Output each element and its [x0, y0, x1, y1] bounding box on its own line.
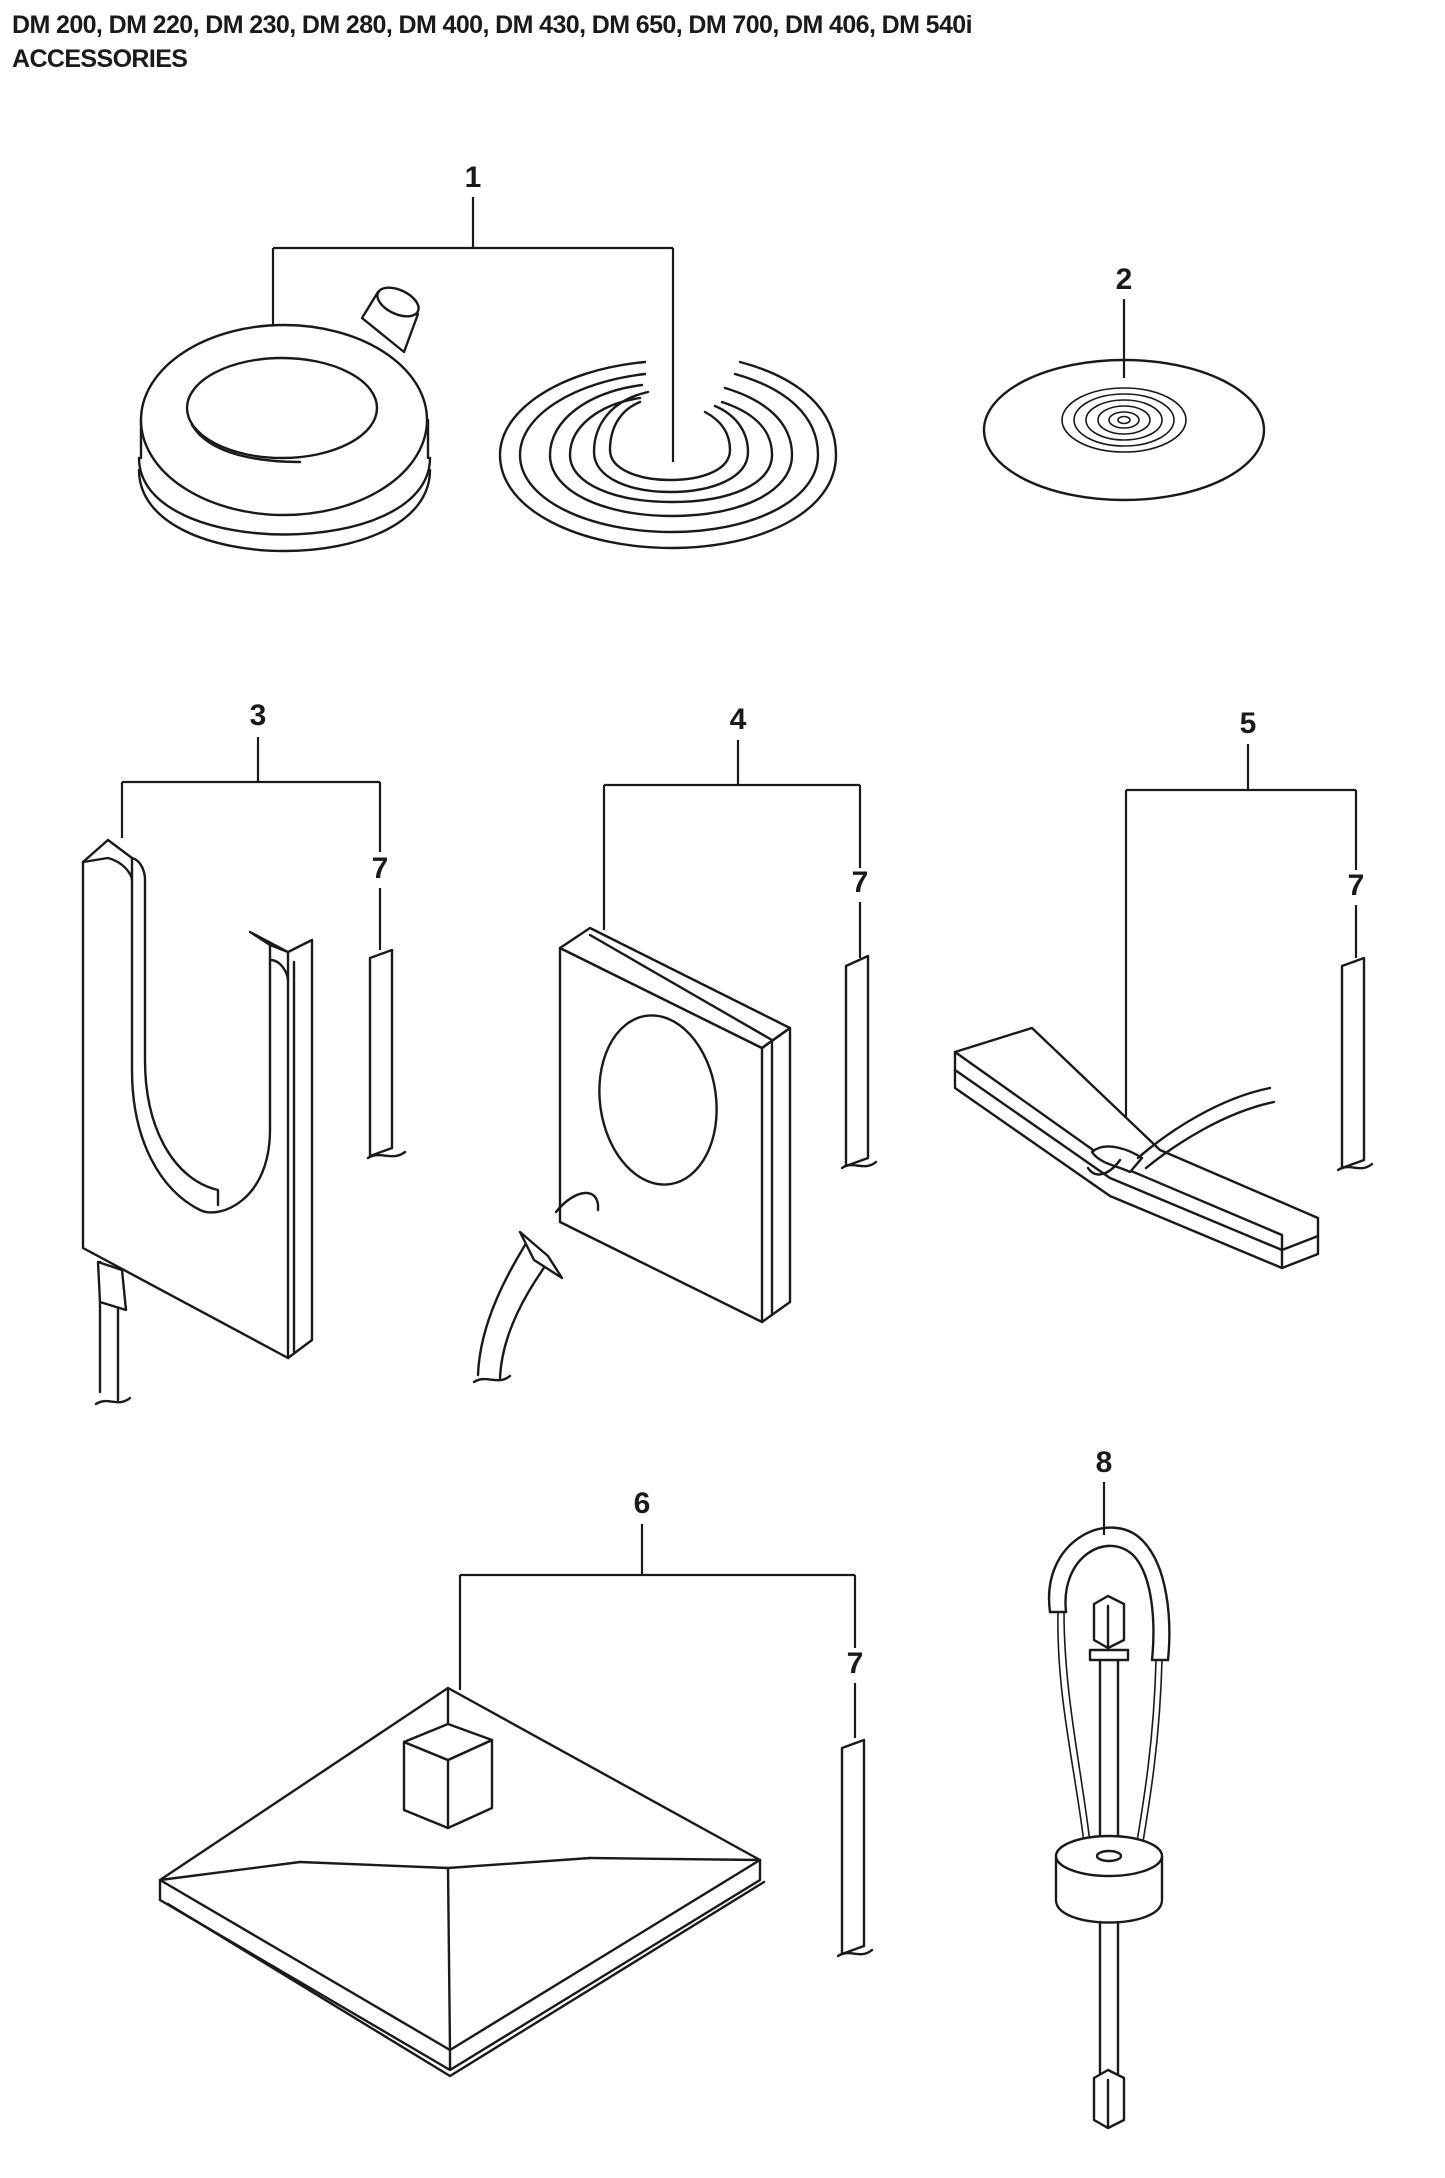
part-1-water-collector: 1 [137, 161, 838, 553]
callout-4: 4 [730, 703, 747, 736]
part-2-disc: 2 [982, 263, 1266, 502]
callout-1: 1 [465, 161, 482, 194]
model-list: DM 200, DM 220, DM 230, DM 280, DM 400, … [12, 11, 973, 39]
part-8-handle-rod: 8 [1047, 1446, 1171, 2130]
part-4-square-collector: 4 7 [472, 703, 878, 1384]
callout-7c: 7 [1348, 869, 1365, 902]
part-6-square-plate: 6 7 [158, 1487, 874, 2078]
section-title: ACCESSORIES [12, 45, 188, 73]
callout-2: 2 [1116, 263, 1133, 296]
callout-3: 3 [250, 699, 267, 732]
callout-7b: 7 [852, 866, 869, 899]
callout-8: 8 [1096, 1446, 1113, 1479]
callout-5: 5 [1240, 707, 1257, 740]
part-5-v-collector: 5 7 [953, 707, 1374, 1270]
callout-7a: 7 [372, 852, 389, 885]
callout-7d: 7 [847, 1647, 864, 1680]
page-header: DM 200, DM 220, DM 230, DM 280, DM 400, … [12, 8, 973, 76]
part-3-u-collector: 3 7 [81, 699, 407, 1406]
callout-6: 6 [634, 1487, 651, 1520]
